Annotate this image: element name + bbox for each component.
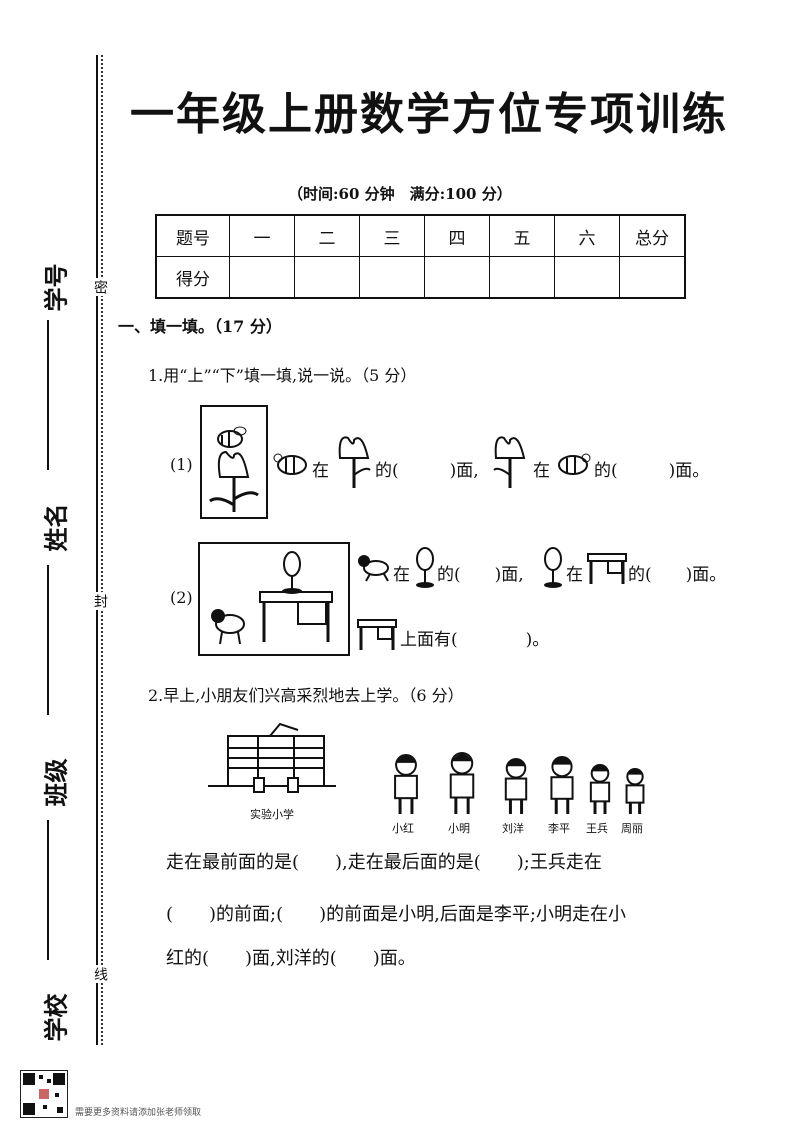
- child-figure-icon: [504, 758, 528, 814]
- child-figure-icon: [550, 756, 574, 814]
- binding-line-dotted: [101, 55, 103, 1045]
- class-label: 班级: [42, 758, 71, 807]
- part-2-number: (2): [170, 588, 193, 607]
- desk-lamp-dog-icon: [211, 551, 333, 645]
- lamp-icon: [416, 547, 434, 588]
- section-heading: 一、填一填。（17 分）: [118, 317, 282, 336]
- score-table-cell: 二: [294, 214, 360, 257]
- part-1-number: (1): [170, 455, 193, 474]
- child-name-label: 小明: [448, 822, 470, 835]
- score-input-cell[interactable]: [489, 256, 555, 299]
- part-1-text-1: 在: [312, 461, 329, 481]
- tulip-bee-picture: [200, 405, 268, 519]
- name-label: 姓名: [42, 503, 71, 552]
- part-1-text-4: 的( )面。: [594, 461, 710, 481]
- page-subtitle: （时间:60 分钟 满分:100 分）: [288, 185, 512, 203]
- school-building-icon: [208, 722, 336, 793]
- part-2-text-2: 的( )面,: [437, 565, 524, 585]
- class-line: [47, 820, 49, 960]
- score-table-cell: 四: [424, 214, 490, 257]
- score-table-cell: 五: [489, 214, 555, 257]
- child-name-label: 刘洋: [502, 822, 524, 835]
- child-name-label: 小红: [392, 822, 414, 835]
- binding-mark-line: 线: [90, 965, 110, 983]
- score-table-cell: 题号: [155, 214, 230, 257]
- question-1-label: 1.用“上”“下”填一填,说一说。（5 分）: [148, 366, 417, 385]
- desk-icon: [357, 619, 397, 650]
- score-input-cell[interactable]: [359, 256, 425, 299]
- footer-note: 需要更多资料请添加张老师领取: [75, 1108, 202, 1118]
- part-2-text-3: 在: [566, 565, 583, 585]
- score-table-cell: 三: [359, 214, 425, 257]
- child-figure-icon: [449, 752, 475, 814]
- score-table-header-row: 题号 一 二 三 四 五 六 总分: [155, 214, 686, 257]
- child-figure-icon: [394, 754, 418, 814]
- desk-icon: [587, 553, 627, 584]
- part-1-text-3: 在: [533, 461, 550, 481]
- school-label: 学校: [42, 993, 71, 1042]
- score-input-cell[interactable]: [229, 256, 295, 299]
- tulip-icon: [338, 436, 371, 488]
- part-2-text-4: 的( )面。: [628, 565, 727, 585]
- qr-code-icon: [20, 1070, 68, 1118]
- student-id-label: 学号: [42, 263, 71, 312]
- score-input-cell[interactable]: [294, 256, 360, 299]
- name-line: [47, 565, 49, 715]
- student-id-line: [47, 320, 49, 470]
- desk-dog-picture: [198, 542, 350, 656]
- score-table-cell: 六: [554, 214, 620, 257]
- school-name: 实验小学: [250, 808, 294, 821]
- question-2-line-1: 走在最前面的是( ),走在最后面的是( );王兵走在: [166, 852, 602, 873]
- score-table-cell: 总分: [619, 214, 686, 257]
- score-table-score-row: 得分: [155, 256, 686, 299]
- child-figure-icon: [625, 768, 645, 814]
- score-table-cell: 一: [229, 214, 295, 257]
- bee-icon: [558, 453, 591, 475]
- binding-mark-seal: 封: [90, 592, 110, 610]
- question-2-line-2: ( )的前面;( )的前面是小明,后面是李平;小明走在小: [166, 904, 626, 925]
- tulip-bee-icon: [209, 426, 259, 512]
- binding-line-solid: [96, 55, 98, 1045]
- score-input-cell[interactable]: [554, 256, 620, 299]
- bee-icon: [273, 453, 307, 475]
- child-name-label: 周丽: [621, 822, 643, 835]
- binding-mark-secret: 密: [90, 278, 110, 296]
- score-table: 题号 一 二 三 四 五 六 总分 得分: [155, 214, 686, 299]
- part-2-text-5: 上面有( )。: [400, 630, 550, 650]
- child-figure-icon: [589, 764, 611, 814]
- child-name-label: 李平: [548, 822, 570, 835]
- dog-icon: [358, 555, 389, 582]
- question-2-line-3: 红的( )面,刘洋的( )面。: [166, 948, 416, 969]
- score-input-cell[interactable]: [424, 256, 490, 299]
- part-2-text-1: 在: [393, 565, 410, 585]
- score-input-cell[interactable]: [619, 256, 686, 299]
- part-1-text-2: 的( )面,: [375, 461, 479, 481]
- score-row-label: 得分: [155, 256, 230, 299]
- tulip-icon: [493, 436, 526, 488]
- lamp-icon: [544, 547, 562, 588]
- page-title: 一年级上册数学方位专项训练: [130, 89, 728, 140]
- child-name-label: 王兵: [586, 822, 608, 835]
- question-2-label: 2.早上,小朋友们兴高采烈地去上学。（6 分）: [148, 686, 464, 705]
